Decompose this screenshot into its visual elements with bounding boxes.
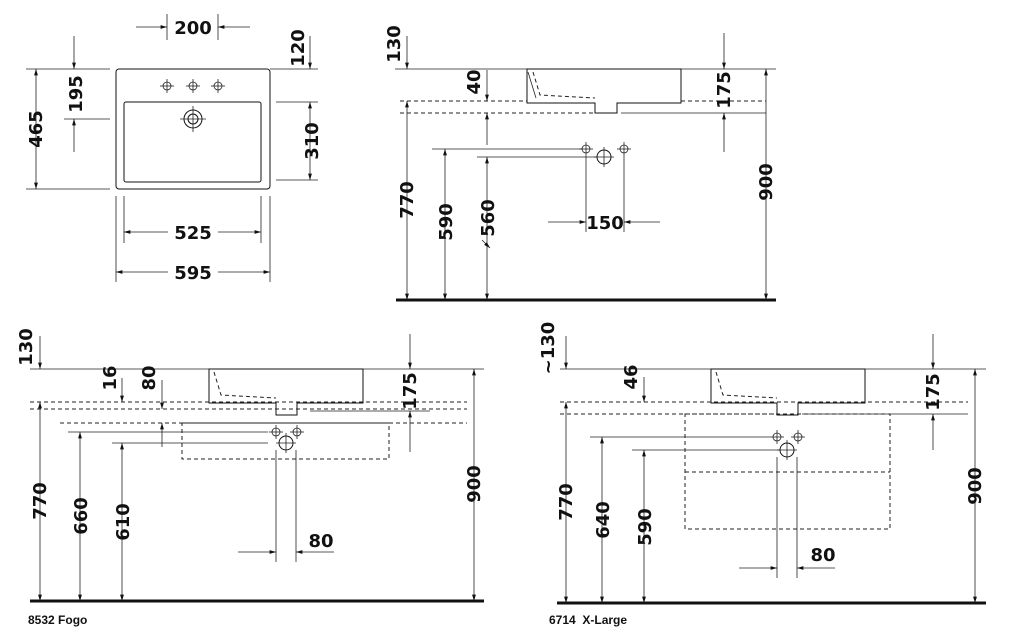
side-dim-900-label: 900 <box>756 163 777 201</box>
fogo-valve-symbols <box>269 425 304 453</box>
xlarge-dim-130-label: ~130 <box>538 322 559 375</box>
xlarge-view: ~130 46 175 900 770 640 590 80 <box>538 322 986 627</box>
xlarge-dim-175-label: 175 <box>923 373 944 411</box>
fogo-dim-175-label: 175 <box>400 372 421 410</box>
side-dim-770-label: 770 <box>397 181 418 219</box>
xlarge-dim-770-label: 770 <box>556 483 577 521</box>
basin-outline <box>115 68 271 190</box>
fogo-drawer <box>181 422 390 460</box>
xlarge-caption: 6714 X-Large <box>549 613 627 627</box>
fogo-dim-900-label: 900 <box>464 465 485 503</box>
drain-symbol <box>180 106 206 132</box>
fogo-dim-80-top-label: 80 <box>139 365 160 390</box>
side-dim-150-label: 150 <box>586 213 624 234</box>
fogo-caption: 8532 Fogo <box>28 613 87 627</box>
xlarge-dim-80-label: 80 <box>810 545 835 566</box>
dim-595-label: 595 <box>174 263 212 284</box>
side-dim-590-label: 590 <box>436 203 457 241</box>
dim-120-label: 120 <box>288 29 309 67</box>
valve-symbols <box>579 142 631 167</box>
xlarge-dim-900-label: 900 <box>965 467 986 505</box>
basin-bowl <box>123 101 262 183</box>
basin-side-profile <box>526 68 682 114</box>
fogo-dim-80-bottom-label: 80 <box>308 531 333 552</box>
top-view: 200 120 310 195 465 525 595 <box>26 14 323 284</box>
side-view: 130 40 175 900 770 590 560 <box>384 25 777 302</box>
fogo-dim-130-label: 130 <box>16 328 37 366</box>
dim-195-label: 195 <box>66 75 87 113</box>
dim-465-label: 465 <box>26 110 47 148</box>
fogo-view: 130 16 80 175 900 770 660 610 <box>16 328 485 627</box>
side-dim-560-label: 560 <box>478 199 499 237</box>
side-dim-40-label: 40 <box>464 69 485 94</box>
dim-525-label: 525 <box>174 223 212 244</box>
fogo-dim-660-label: 660 <box>71 497 92 535</box>
fogo-dim-770-label: 770 <box>30 482 51 520</box>
side-dim-130-label: 130 <box>384 25 405 63</box>
xlarge-dim-590-label: 590 <box>635 508 656 546</box>
dim-310-label: 310 <box>302 122 323 160</box>
xlarge-dim-640-label: 640 <box>593 501 614 539</box>
xlarge-valve-symbols <box>770 430 805 460</box>
tap-holes <box>160 79 225 93</box>
side-dim-175-label: 175 <box>714 71 735 109</box>
dim-200-label: 200 <box>174 18 212 39</box>
xlarge-dim-46-label: 46 <box>621 364 642 389</box>
xlarge-basin-profile <box>710 368 866 416</box>
fogo-basin-profile <box>208 368 364 416</box>
fogo-dim-610-label: 610 <box>113 503 134 541</box>
fogo-dim-16-label: 16 <box>100 365 121 390</box>
